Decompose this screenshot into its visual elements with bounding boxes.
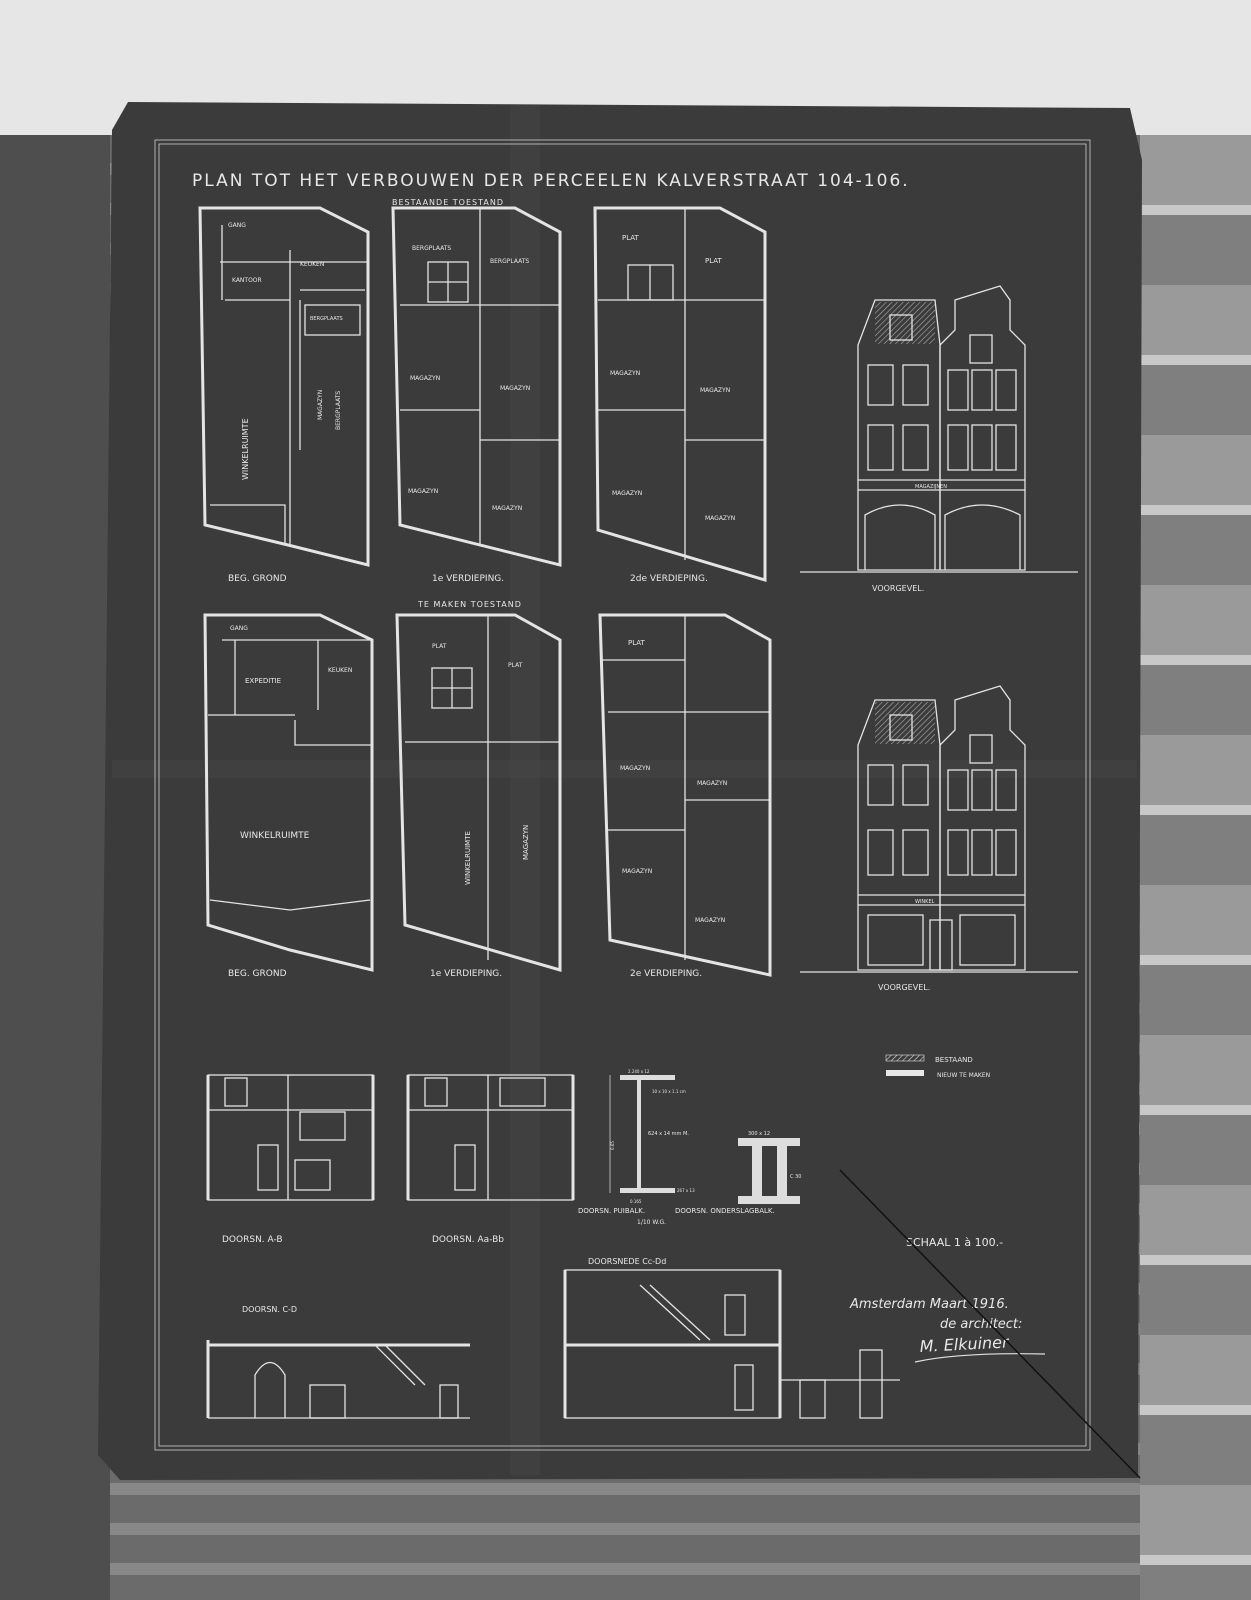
plan-new-ground: GANG EXPEDITIE KEUKEN WINKELRUIMTE bbox=[203, 613, 374, 972]
svg-text:EXPEDITIE: EXPEDITIE bbox=[245, 677, 281, 685]
svg-text:MAGAZYN: MAGAZYN bbox=[695, 917, 725, 924]
svg-text:MAGAZYN: MAGAZYN bbox=[522, 825, 530, 860]
svg-text:GANG: GANG bbox=[230, 625, 248, 632]
signature-flourish bbox=[914, 1353, 1046, 1363]
paper-tear bbox=[839, 1169, 1141, 1479]
svg-text:PLAT: PLAT bbox=[432, 643, 447, 650]
svg-text:MAGAZIJNEN: MAGAZIJNEN bbox=[915, 484, 947, 490]
architect-signature: M. Elkuiner bbox=[919, 1332, 1010, 1356]
svg-text:MAGAZYN: MAGAZYN bbox=[500, 385, 530, 392]
plan-new-second: PLAT MAGAZYN MAGAZYN MAGAZYN MAGAZYN bbox=[598, 613, 772, 977]
svg-text:0.165: 0.165 bbox=[630, 1199, 642, 1204]
plan-label: BEG. GROND bbox=[228, 574, 287, 584]
section-a-b bbox=[206, 1074, 375, 1201]
facade-label: VOORGEVEL. bbox=[878, 983, 930, 992]
legend-label: NIEUW TE MAKEN bbox=[937, 1072, 990, 1079]
sheet-border bbox=[154, 139, 1091, 1451]
legend-label: BESTAAND bbox=[935, 1056, 973, 1064]
svg-text:BERGPLAATS: BERGPLAATS bbox=[412, 245, 451, 252]
plan-label: 1e VERDIEPING. bbox=[430, 969, 502, 979]
architect-role: de architect: bbox=[940, 1317, 1022, 1332]
plan-label: 2e VERDIEPING. bbox=[630, 969, 702, 979]
plan-new-first: PLAT PLAT WINKELRUIMTE MAGAZYN bbox=[395, 613, 562, 972]
svg-text:0.65: 0.65 bbox=[610, 1141, 615, 1150]
svg-text:PLAT: PLAT bbox=[628, 639, 646, 647]
svg-text:WINKELRUIMTE: WINKELRUIMTE bbox=[241, 418, 250, 480]
section-label: DOORSN. ONDERSLAGBALK. bbox=[675, 1207, 775, 1215]
svg-text:MAGAZYN: MAGAZYN bbox=[620, 765, 650, 772]
section-aa-bb bbox=[406, 1074, 575, 1201]
board-panel-right bbox=[1140, 135, 1251, 1600]
plan-existing-second: PLAT PLAT MAGAZYN MAGAZYN MAGAZYN MAGAZY… bbox=[593, 206, 767, 583]
section-scale-note: 1/10 W.G. bbox=[637, 1219, 666, 1226]
plan-label: 1e VERDIEPING. bbox=[432, 574, 504, 584]
svg-text:PLAT: PLAT bbox=[705, 257, 723, 265]
svg-text:KEUKEN: KEUKEN bbox=[300, 261, 324, 268]
section-cc-dd bbox=[563, 1269, 900, 1419]
legend: BESTAAND NIEUW TE MAKEN bbox=[885, 1054, 990, 1079]
svg-text:MAGAZYN: MAGAZYN bbox=[408, 488, 438, 495]
svg-text:KEUKEN: KEUKEN bbox=[328, 667, 352, 674]
svg-text:MAGAZYN: MAGAZYN bbox=[697, 780, 727, 787]
svg-text:PLAT: PLAT bbox=[508, 662, 523, 669]
svg-text:MAGAZYN: MAGAZYN bbox=[610, 370, 640, 377]
sheet-border-inner bbox=[158, 143, 1087, 1447]
svg-text:KANTOOR: KANTOOR bbox=[232, 277, 262, 284]
svg-text:MAGAZYN: MAGAZYN bbox=[612, 490, 642, 497]
svg-text:C 30: C 30 bbox=[790, 1174, 801, 1180]
facade-existing: MAGAZIJNEN bbox=[800, 285, 1078, 573]
svg-text:WINKEL: WINKEL bbox=[915, 899, 935, 905]
svg-text:MAGAZYN: MAGAZYN bbox=[705, 515, 735, 522]
svg-text:MAGAZYN: MAGAZYN bbox=[410, 375, 440, 382]
svg-text:MAGAZYN: MAGAZYN bbox=[700, 387, 730, 394]
beam-section-onderslag: 300 x 12 C 30 bbox=[738, 1131, 801, 1204]
plan-existing-first: BERGPLAATS BERGPLAATS MAGAZYN MAGAZYN MA… bbox=[391, 206, 562, 567]
plan-existing-ground: GANG KANTOOR KEUKEN WINKELRUIMTE MAGAZYN… bbox=[198, 206, 370, 567]
section-c-d bbox=[206, 1340, 470, 1419]
svg-text:BERGPLAATS: BERGPLAATS bbox=[490, 258, 529, 265]
section-existing-heading: BESTAANDE TOESTAND bbox=[392, 198, 504, 207]
blueprint-paper bbox=[98, 102, 1142, 1480]
svg-text:GANG: GANG bbox=[228, 222, 246, 229]
section-new-heading: TE MAKEN TOESTAND bbox=[417, 600, 522, 609]
fold-crease bbox=[510, 105, 540, 1475]
svg-text:300 x 12: 300 x 12 bbox=[748, 1131, 770, 1137]
section-label: DOORSN. A-B bbox=[222, 1235, 283, 1245]
section-label: DOORSN. Aa-Bb bbox=[432, 1235, 504, 1245]
svg-text:PLAT: PLAT bbox=[622, 234, 640, 242]
scale-note: SCHAAL 1 à 100.- bbox=[906, 1236, 1003, 1249]
svg-text:10 x 10 x 1.1 cm: 10 x 10 x 1.1 cm bbox=[652, 1089, 686, 1094]
facade-new: WINKEL bbox=[800, 685, 1078, 973]
sheet-title: PLAN TOT HET VERBOUWEN DER PERCEELEN KAL… bbox=[192, 171, 910, 191]
svg-text:BERGPLAATS: BERGPLAATS bbox=[335, 391, 342, 430]
legend-swatch-new bbox=[886, 1070, 924, 1076]
place-date: Amsterdam Maart 1916. bbox=[849, 1297, 1009, 1312]
svg-text:WINKELRUIMTE: WINKELRUIMTE bbox=[464, 831, 472, 885]
legend-swatch-existing bbox=[885, 1054, 925, 1062]
section-label: DOORSN. C-D bbox=[242, 1305, 297, 1314]
facade-label: VOORGEVEL. bbox=[872, 584, 924, 593]
svg-text:2.240 x 12: 2.240 x 12 bbox=[628, 1069, 650, 1074]
svg-text:MAGAZYN: MAGAZYN bbox=[492, 505, 522, 512]
svg-text:BERGPLAATS: BERGPLAATS bbox=[310, 316, 343, 322]
svg-text:624 x 14 mm M.: 624 x 14 mm M. bbox=[648, 1131, 689, 1137]
svg-text:MAGAZYN: MAGAZYN bbox=[317, 390, 324, 420]
board-panel-left bbox=[0, 135, 110, 1600]
plan-label: BEG. GROND bbox=[228, 969, 287, 979]
section-label: DOORSNEDE Cc-Dd bbox=[588, 1257, 666, 1266]
svg-text:267 x 13: 267 x 13 bbox=[677, 1188, 695, 1193]
beam-section-puibalk: 2.240 x 12 10 x 10 x 1.1 cm 624 x 14 mm … bbox=[609, 1069, 695, 1204]
plan-label: 2de VERDIEPING. bbox=[630, 574, 708, 584]
svg-text:MAGAZYN: MAGAZYN bbox=[622, 868, 652, 875]
svg-text:WINKELRUIMTE: WINKELRUIMTE bbox=[240, 831, 310, 841]
section-label: DOORSN. PUIBALK. bbox=[578, 1207, 645, 1215]
